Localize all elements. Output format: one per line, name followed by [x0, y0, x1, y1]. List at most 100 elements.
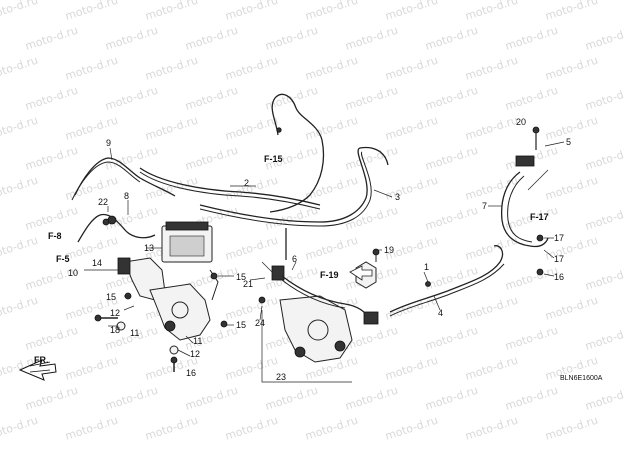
- watermark-text: moto-d.ru: [304, 0, 360, 23]
- watermark-text: moto-d.ru: [184, 84, 240, 113]
- watermark-text: moto-d.ru: [24, 324, 80, 353]
- brake-pipe-upper-loop: [269, 93, 325, 213]
- label-part-22: 22: [98, 197, 108, 207]
- hose-fitting-7: [515, 155, 535, 167]
- watermark-text: moto-d.ru: [424, 204, 480, 233]
- watermark-text: moto-d.ru: [304, 54, 360, 83]
- watermark-text: moto-d.ru: [224, 54, 280, 83]
- watermark-text: moto-d.ru: [264, 384, 320, 413]
- watermark-text: moto-d.ru: [0, 114, 40, 143]
- label-part-9: 9: [106, 138, 111, 148]
- brake-hose-7-outline: [507, 175, 533, 243]
- watermark-text: moto-d.ru: [384, 114, 440, 143]
- brake-hose-6-outline: [281, 279, 346, 309]
- watermark-text: moto-d.ru: [344, 204, 400, 233]
- label-part-23: 23: [276, 372, 286, 382]
- watermark-text: moto-d.ru: [504, 264, 560, 293]
- brake-pipe-9-outline: [71, 161, 141, 201]
- watermark-text: moto-d.ru: [504, 24, 560, 53]
- label-part-6: 6: [292, 254, 297, 264]
- hatch-line: [527, 169, 549, 191]
- watermark-text: moto-d.ru: [424, 384, 480, 413]
- brake-hose-2-outline: [139, 171, 321, 210]
- watermark-text: moto-d.ru: [384, 174, 440, 203]
- label-part-7: 7: [482, 201, 487, 211]
- watermark-text: moto-d.ru: [144, 174, 200, 203]
- watermark-text: moto-d.ru: [264, 24, 320, 53]
- left-caliper-assembly: [117, 257, 219, 341]
- watermark-text: moto-d.ru: [464, 54, 520, 83]
- watermark-text: moto-d.ru: [24, 144, 80, 173]
- ref-f19: F-19: [320, 270, 339, 280]
- watermark-text: moto-d.ru: [184, 144, 240, 173]
- watermark-text: moto-d.ru: [224, 294, 280, 323]
- watermark-text: moto-d.ru: [584, 324, 625, 353]
- watermark-text: moto-d.ru: [624, 0, 625, 23]
- watermark-text: moto-d.ru: [424, 144, 480, 173]
- watermark-text: moto-d.ru: [504, 324, 560, 353]
- watermark-text: moto-d.ru: [104, 24, 160, 53]
- ref-f5: F-5: [56, 254, 70, 264]
- watermark-text: moto-d.ru: [304, 414, 360, 443]
- watermark-text: moto-d.ru: [224, 174, 280, 203]
- label-part-11a: 11: [130, 328, 139, 338]
- watermark-text: moto-d.ru: [464, 174, 520, 203]
- watermark-text: moto-d.ru: [544, 114, 600, 143]
- label-part-12a: 12: [110, 308, 120, 318]
- label-part-1: 1: [424, 262, 429, 272]
- watermark-text: moto-d.ru: [144, 414, 200, 443]
- label-part-16b: 16: [554, 272, 564, 282]
- hose-fitting-6: [363, 311, 379, 325]
- watermark-text: moto-d.ru: [224, 354, 280, 383]
- watermark-text: moto-d.ru: [144, 0, 200, 23]
- watermark-text: moto-d.ru: [464, 294, 520, 323]
- brake-pipe-9: [74, 157, 176, 197]
- watermark-text: moto-d.ru: [344, 84, 400, 113]
- watermark-text: moto-d.ru: [584, 204, 625, 233]
- watermark-text: moto-d.ru: [504, 84, 560, 113]
- label-part-20: 20: [516, 117, 526, 127]
- label-part-15b: 15: [236, 272, 246, 282]
- f19-arrow: [349, 265, 373, 281]
- abs-modulator: [161, 221, 213, 263]
- bolt-16: [536, 268, 544, 276]
- watermark-text: moto-d.ru: [424, 264, 480, 293]
- watermark-text: moto-d.ru: [24, 204, 80, 233]
- label-part-24: 24: [255, 318, 265, 328]
- watermark-text: moto-d.ru: [24, 384, 80, 413]
- watermark-text: moto-d.ru: [424, 24, 480, 53]
- watermark-text: moto-d.ru: [584, 384, 625, 413]
- label-part-15a: 15: [106, 292, 116, 302]
- watermark-text: moto-d.ru: [64, 54, 120, 83]
- watermark-text: moto-d.ru: [424, 84, 480, 113]
- bolts-left: [94, 215, 228, 372]
- watermark-text: moto-d.ru: [0, 174, 40, 203]
- label-part-2: 2: [244, 178, 249, 188]
- label-part-19: 19: [384, 245, 394, 255]
- label-part-16a: 16: [186, 368, 196, 378]
- brake-pipe-4-outline: [389, 263, 505, 317]
- watermark-text: moto-d.ru: [304, 114, 360, 143]
- watermark-text: moto-d.ru: [384, 0, 440, 23]
- watermark-text: moto-d.ru: [144, 114, 200, 143]
- watermark-text: moto-d.ru: [64, 414, 120, 443]
- watermark-text: moto-d.ru: [384, 54, 440, 83]
- reference-codes: F-15 F-8 F-5 F-19 F-17: [48, 154, 549, 280]
- label-part-13: 13: [144, 243, 154, 253]
- watermark-text: moto-d.ru: [144, 54, 200, 83]
- pipe-clip-1: [425, 281, 431, 287]
- ref-f15: F-15: [264, 154, 283, 164]
- brake-hose-2: [139, 167, 321, 206]
- watermark-text: moto-d.ru: [544, 294, 600, 323]
- watermark-text: moto-d.ru: [64, 354, 120, 383]
- watermark-text: moto-d.ru: [104, 384, 160, 413]
- watermark-text: moto-d.ru: [384, 414, 440, 443]
- label-part-3: 3: [395, 192, 400, 202]
- watermark-text: moto-d.ru: [584, 84, 625, 113]
- label-part-18: 18: [110, 325, 120, 335]
- watermark-text: moto-d.ru: [0, 234, 40, 263]
- watermark-text: moto-d.ru: [224, 0, 280, 23]
- watermark-text: moto-d.ru: [0, 294, 40, 323]
- watermark-text: moto-d.ru: [384, 294, 440, 323]
